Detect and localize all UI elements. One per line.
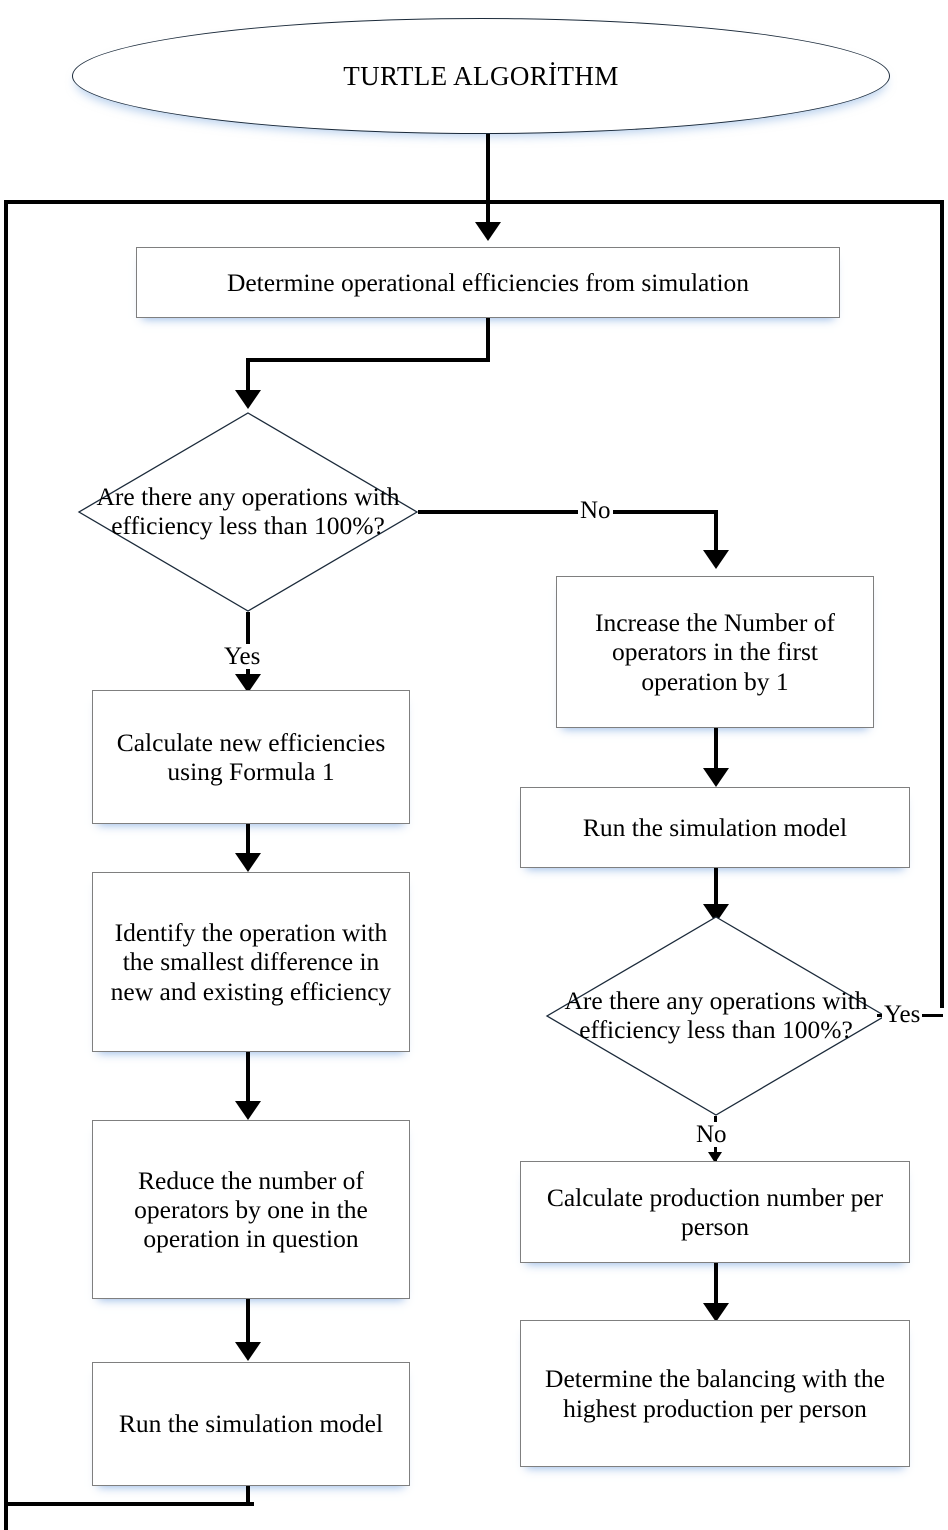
arrowhead-to-identify-operation: [235, 853, 261, 872]
connector-reduce-to-run-left: [246, 1299, 250, 1347]
arrowhead-to-increase-operators: [703, 550, 729, 569]
process-calculate-production[interactable]: Calculate production number per person: [520, 1161, 910, 1263]
loop-frame-right: [940, 200, 944, 1008]
process-identify-operation[interactable]: Identify the operation with the smallest…: [92, 872, 410, 1052]
connector-run-right-to-decision2: [714, 868, 718, 910]
connector-determine-left: [246, 358, 490, 362]
process-run-simulation-right[interactable]: Run the simulation model: [520, 787, 910, 868]
arrowhead-to-decision1: [235, 390, 261, 409]
process-run-simulation-right-label: Run the simulation model: [582, 812, 848, 842]
process-reduce-operators-label: Reduce the number of operators by one in…: [134, 1165, 368, 1254]
process-increase-operators-label: Increase the Number of operators in the …: [594, 608, 835, 696]
connector-determine-down: [486, 318, 490, 362]
process-determine-balancing-label: Determine the balancing with the highest…: [545, 1364, 885, 1423]
connector-decision1-no: [418, 510, 718, 514]
process-calculate-new-efficiencies-label: Calculate new efficiencies using Formula…: [116, 727, 386, 786]
process-determine-efficiencies[interactable]: Determine operational efficiencies from …: [136, 247, 840, 318]
connector-calc-to-identify: [246, 824, 250, 858]
arrowhead-to-calculate-production: [708, 1152, 722, 1163]
process-determine-balancing[interactable]: Determine the balancing with the highest…: [520, 1320, 910, 1467]
process-run-simulation-left[interactable]: Run the simulation model: [92, 1362, 410, 1486]
connector-decision1-no-down: [714, 510, 718, 553]
arrowhead-to-decision2: [703, 904, 729, 923]
connector-increase-to-run-right: [714, 728, 718, 772]
edge-label-decision1-yes: Yes: [222, 643, 263, 670]
connector-determine-to-decision1: [246, 358, 250, 396]
loop-frame-left: [4, 200, 8, 1530]
arrowhead-to-reduce-operators: [235, 1101, 261, 1120]
edge-label-decision1-no: No: [578, 497, 613, 524]
decision-efficiency-2[interactable]: Are there any operations with efficiency…: [545, 916, 887, 1116]
edge-label-decision2-no: No: [694, 1121, 729, 1148]
connector-identify-to-reduce: [246, 1052, 250, 1106]
edge-label-decision2-yes: Yes: [882, 1001, 923, 1028]
loop-frame-top: [4, 200, 944, 204]
decision-efficiency-1[interactable]: Are there any operations with efficiency…: [77, 412, 419, 612]
connector-production-to-balancing: [714, 1263, 718, 1307]
process-reduce-operators[interactable]: Reduce the number of operators by one in…: [92, 1120, 410, 1299]
connector-run-left-loopback-down: [246, 1486, 250, 1506]
process-increase-operators[interactable]: Increase the Number of operators in the …: [556, 576, 874, 728]
loop-frame-bottom: [4, 1502, 254, 1506]
start-terminator-label: TURTLE ALGORİTHM: [343, 60, 619, 91]
process-calculate-production-label: Calculate production number per person: [546, 1182, 884, 1241]
arrowhead-to-calculate-new-efficiencies: [235, 674, 261, 693]
process-identify-operation-label: Identify the operation with the smallest…: [110, 918, 392, 1006]
process-determine-efficiencies-label: Determine operational efficiencies from …: [226, 267, 750, 297]
start-terminator[interactable]: TURTLE ALGORİTHM: [72, 18, 890, 134]
arrowhead-to-run-simulation-left: [235, 1342, 261, 1361]
process-run-simulation-left-label: Run the simulation model: [118, 1409, 384, 1439]
arrowhead-to-determine-balancing: [703, 1303, 729, 1322]
connector-start-to-determine: [486, 134, 490, 226]
process-calculate-new-efficiencies[interactable]: Calculate new efficiencies using Formula…: [92, 690, 410, 824]
arrowhead-to-run-simulation-right: [703, 768, 729, 787]
arrowhead-to-determine: [475, 222, 501, 241]
